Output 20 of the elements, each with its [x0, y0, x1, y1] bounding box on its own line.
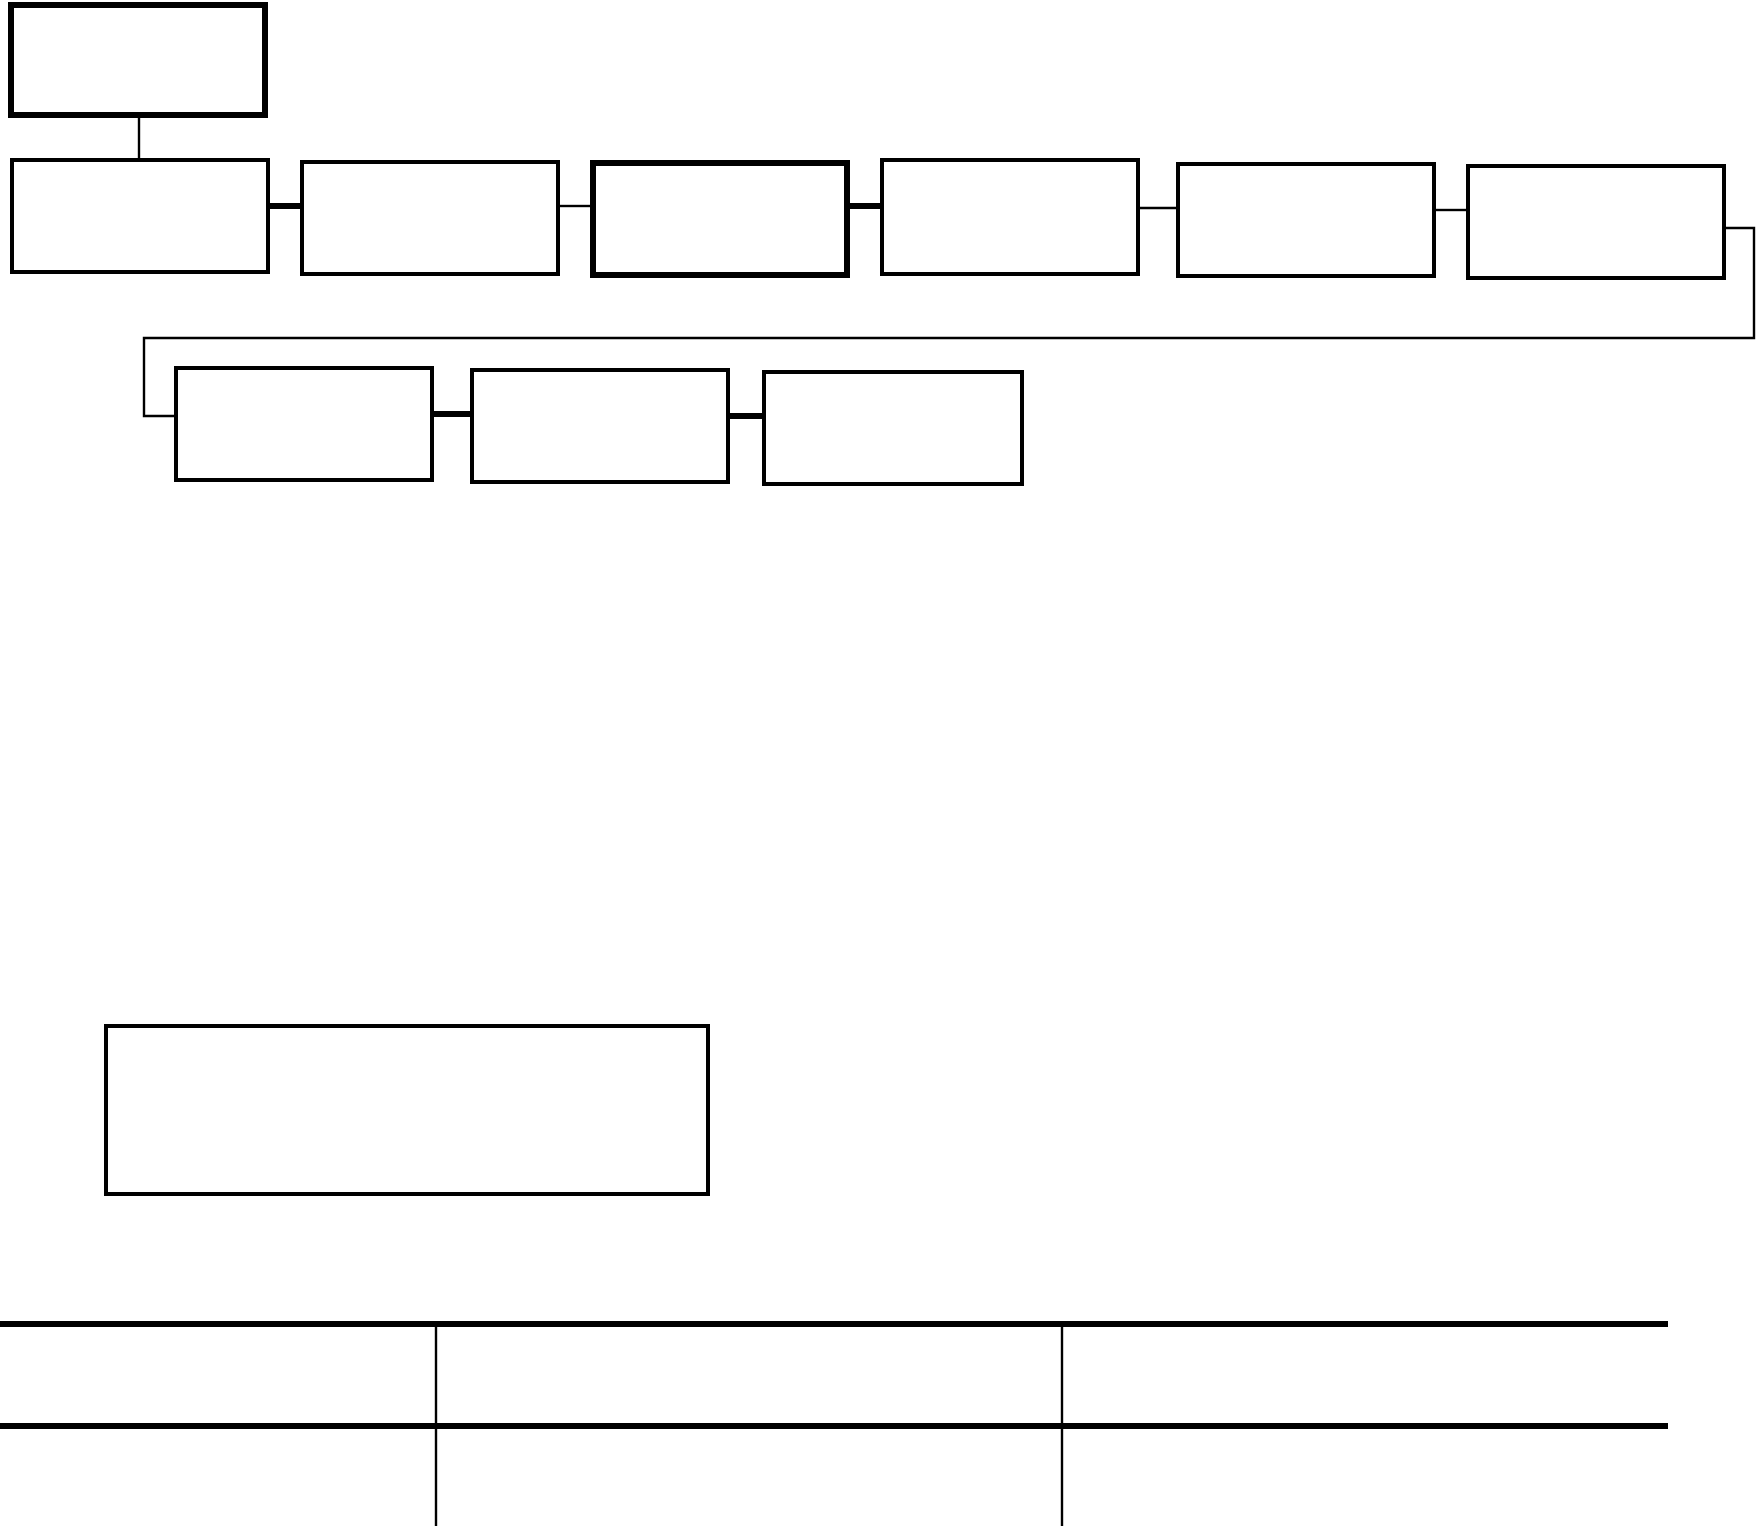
connector-line	[434, 411, 470, 417]
process-box	[762, 370, 1024, 486]
process-box	[470, 368, 730, 484]
connector-line	[142, 226, 1756, 418]
process-box	[300, 160, 560, 276]
process-box	[8, 2, 268, 118]
process-box	[880, 158, 1140, 276]
connector-line	[270, 203, 300, 209]
process-box	[590, 160, 850, 278]
process-box	[104, 1024, 710, 1196]
connector-line	[730, 413, 762, 419]
connector-line	[1436, 208, 1466, 212]
connector-line	[1140, 206, 1176, 210]
connector-line	[850, 203, 880, 209]
process-box	[1176, 162, 1436, 278]
connector-line	[137, 118, 141, 158]
process-box	[10, 158, 270, 274]
connector-line	[560, 204, 590, 208]
process-box	[174, 366, 434, 482]
process-box	[1466, 164, 1726, 280]
